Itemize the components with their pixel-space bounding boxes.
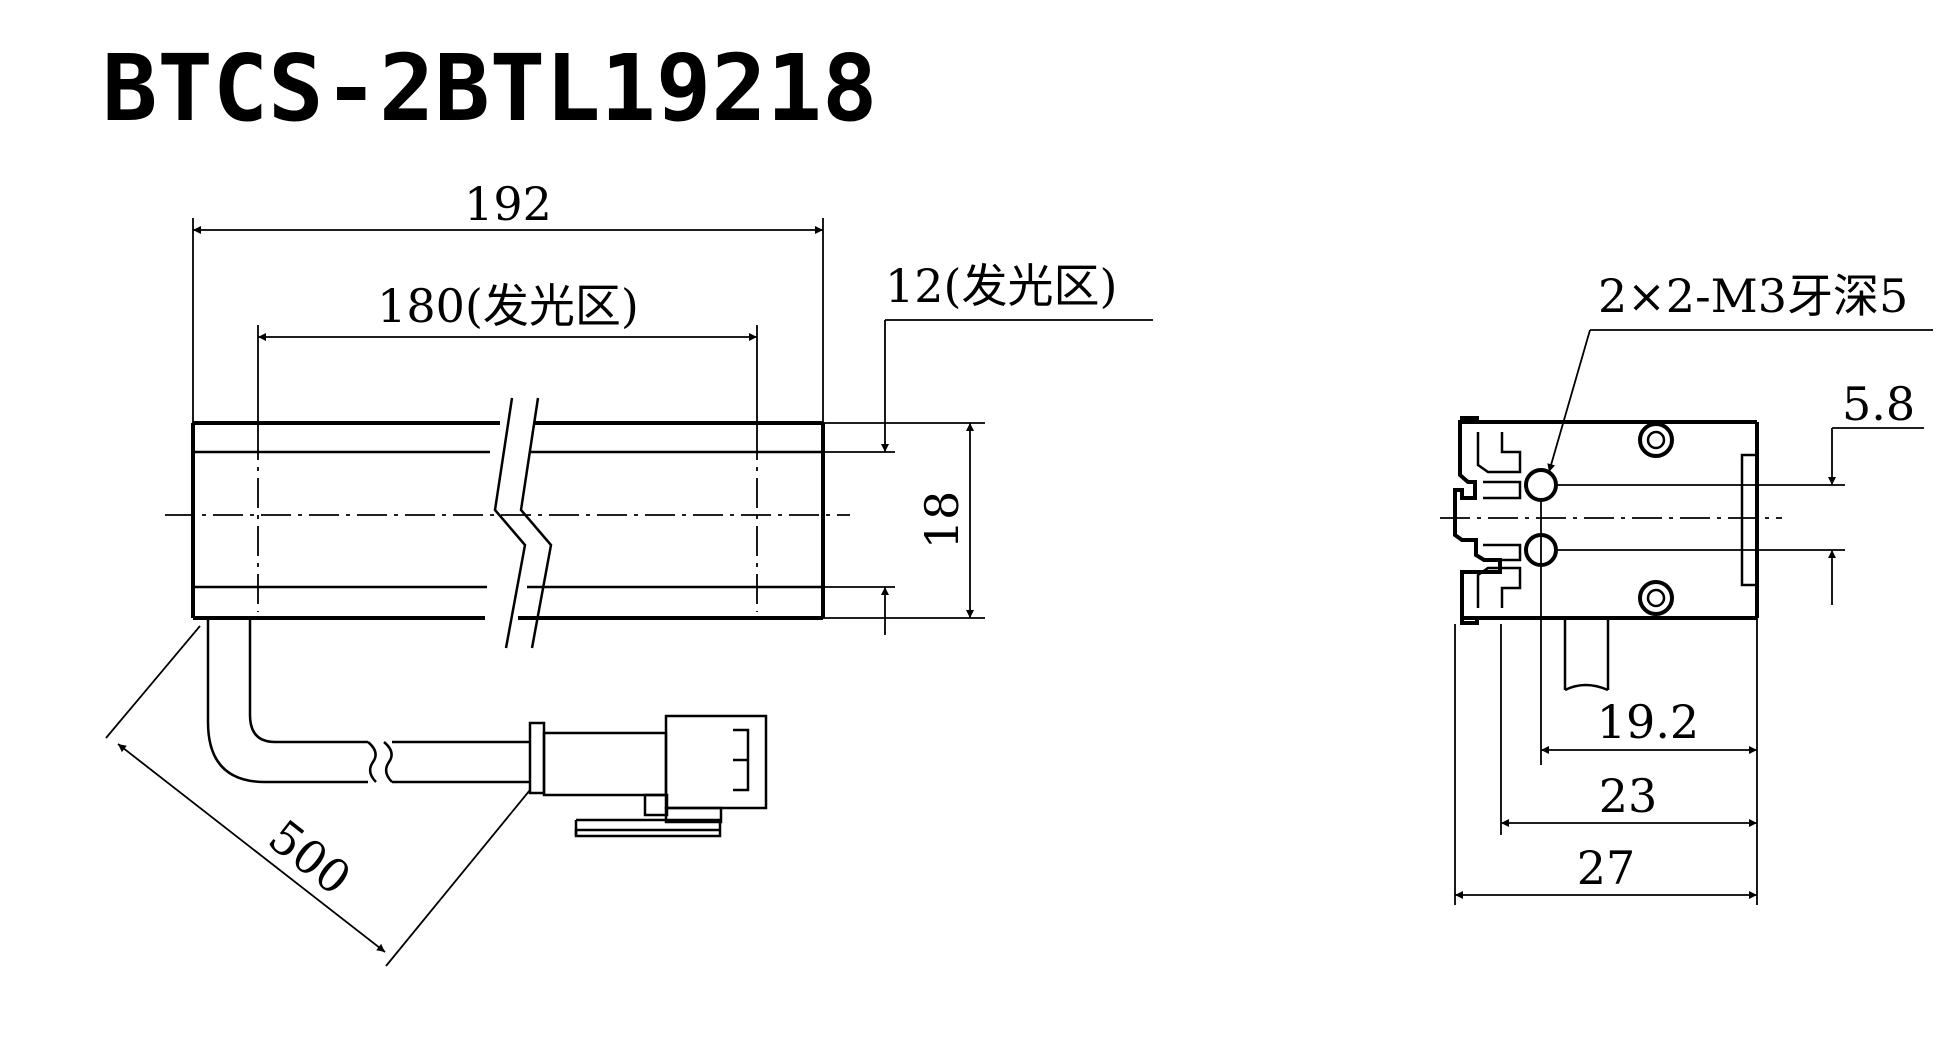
dim-height: 18	[915, 491, 969, 550]
side-view: 192 180(发光区) 12(发光区) 18	[105, 177, 1153, 967]
m3-hole-upper	[1524, 468, 1558, 502]
product-model-title: BTCS-2BTL19218	[102, 35, 877, 142]
light-bar-body	[165, 421, 850, 620]
t-slot-profile	[1453, 416, 1522, 625]
dim-light-width: 12(发光区)	[885, 259, 1117, 313]
dim-light-length: 180(发光区)	[377, 279, 639, 333]
screw-hole-top	[1638, 422, 1674, 458]
dim-hole-position: 19.2	[1597, 695, 1699, 749]
cable	[206, 620, 530, 784]
break-symbol	[493, 397, 553, 649]
dim-total-length: 192	[464, 177, 552, 231]
dim-cable-length: 500	[259, 809, 361, 906]
screw-hole-bottom	[1638, 580, 1674, 616]
connector	[528, 714, 768, 838]
end-view: 2×2-M3牙深5 5.8 19.2 23 27	[1440, 269, 1933, 905]
dim-inner-width: 23	[1599, 769, 1658, 823]
dim-total-width: 27	[1577, 841, 1636, 895]
callout-mounting-holes: 2×2-M3牙深5	[1598, 269, 1908, 323]
dim-hole-offset: 5.8	[1842, 377, 1915, 431]
